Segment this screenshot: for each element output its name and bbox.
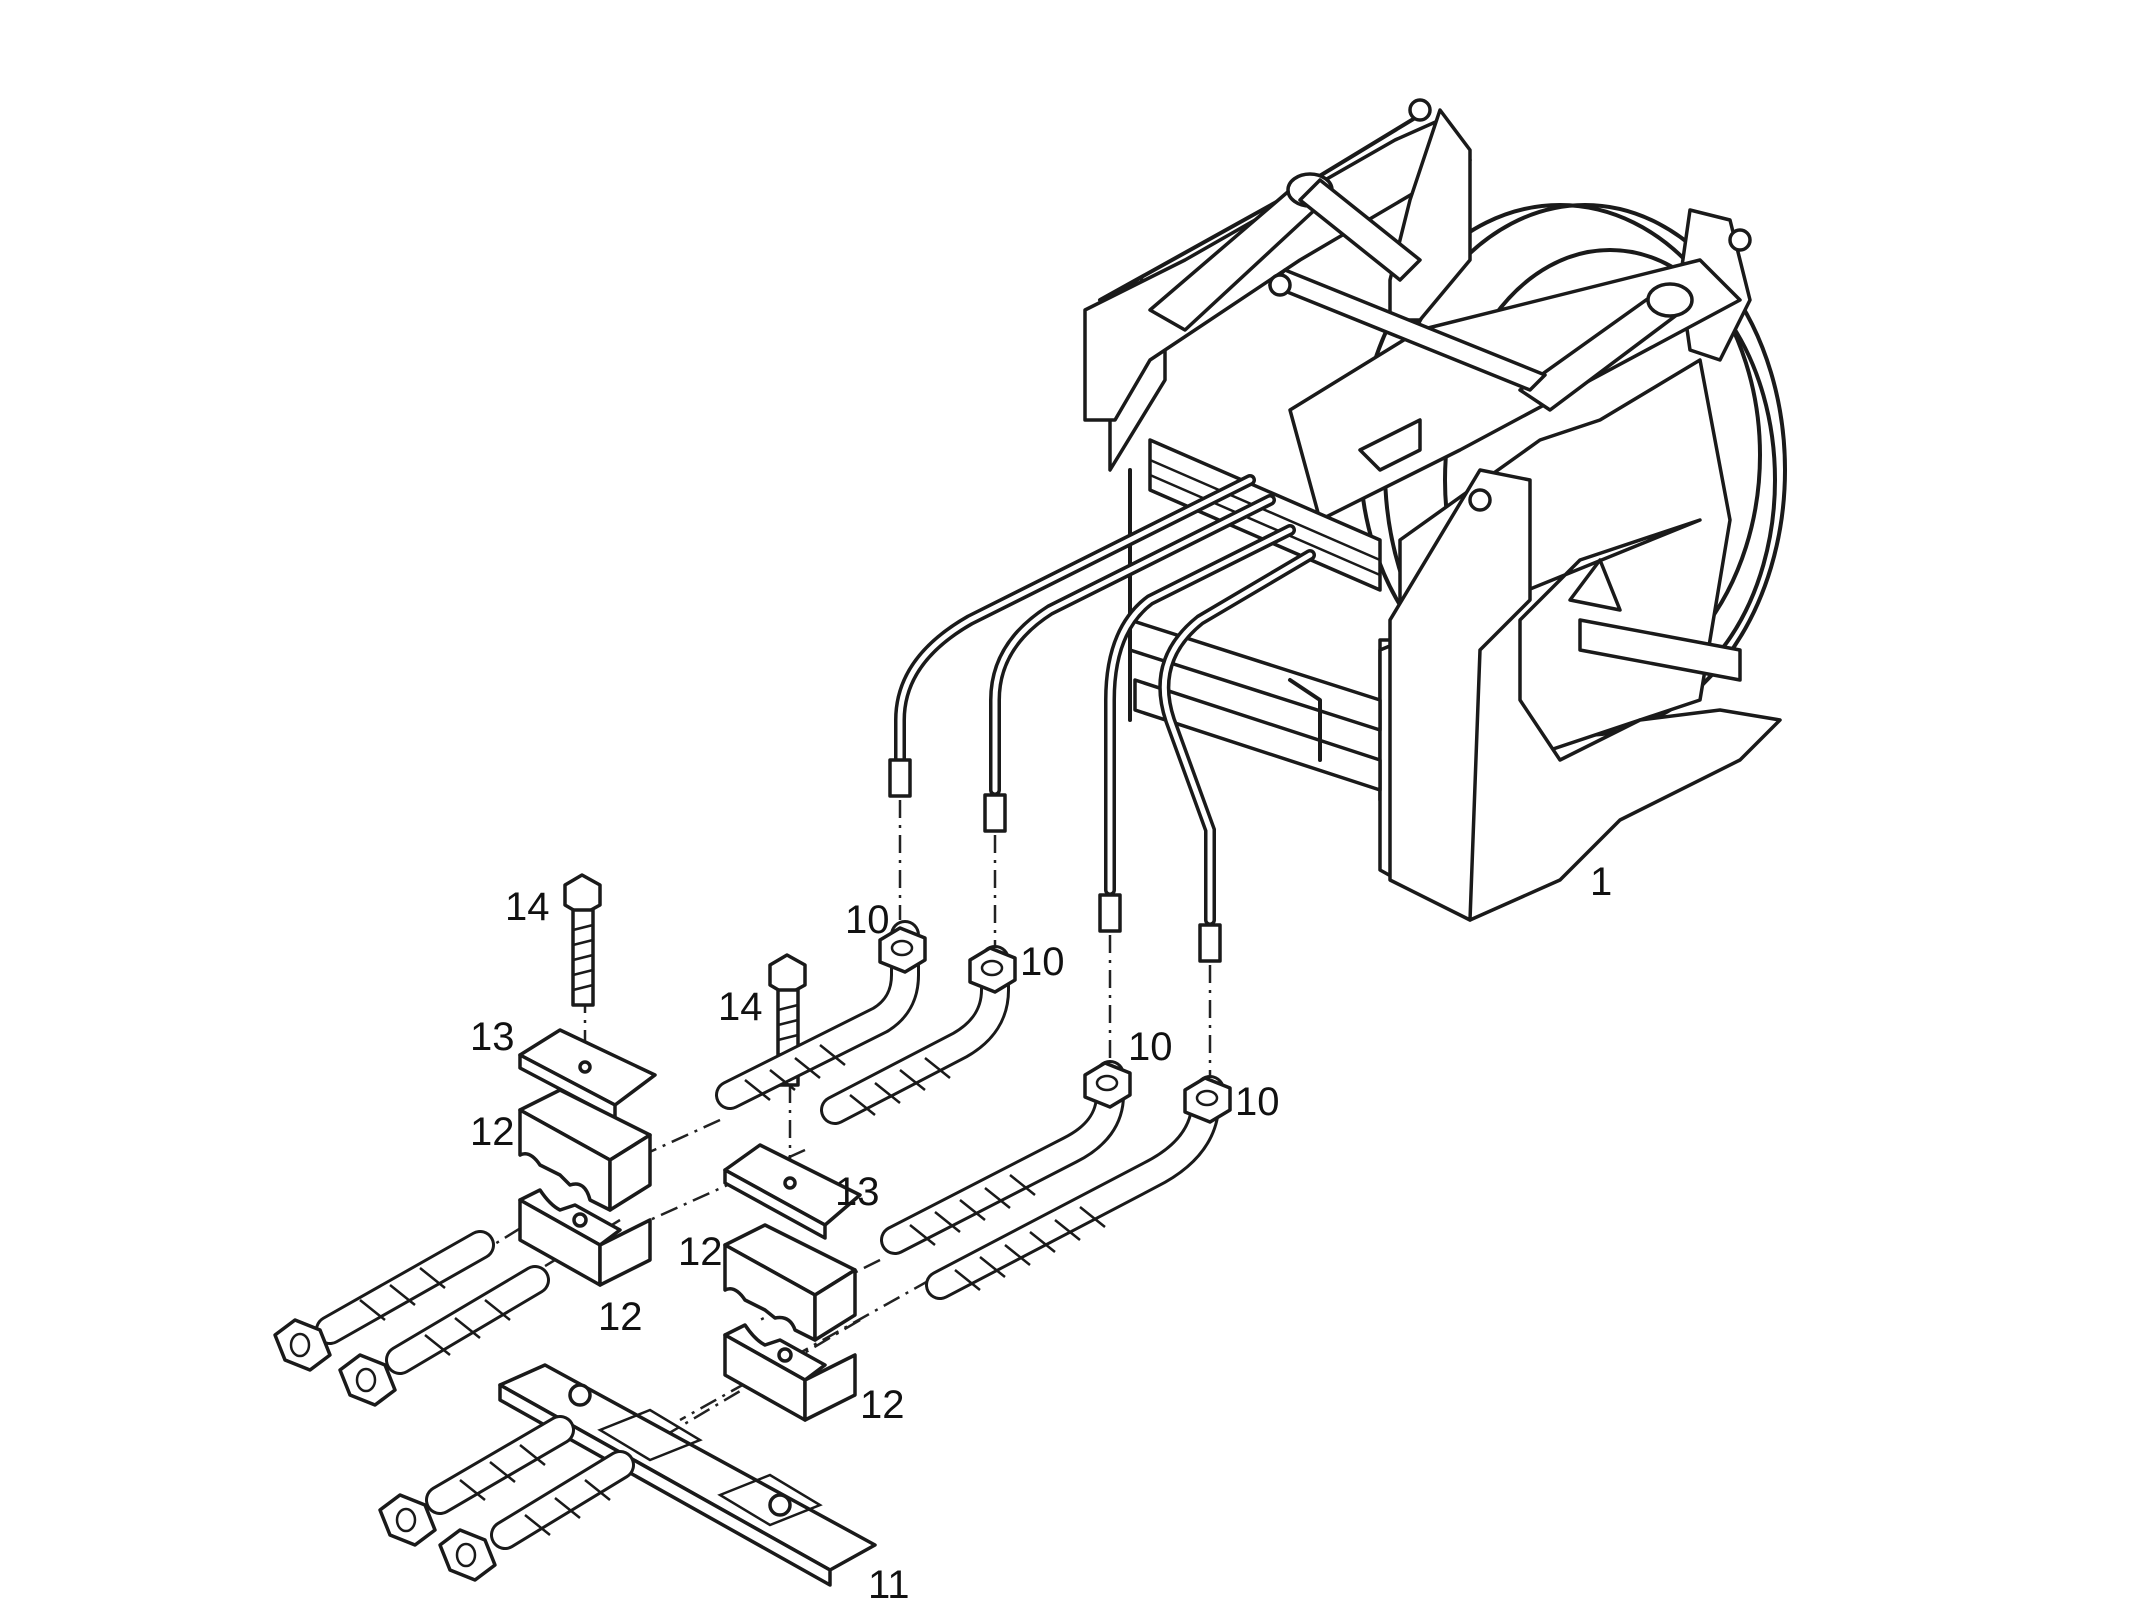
cover-plate-lower	[723, 1143, 862, 1240]
nut-upper-right	[968, 946, 1017, 994]
nut-upper-left	[878, 926, 927, 974]
hose-end-3	[378, 1415, 575, 1547]
label-bolt-a: 14	[505, 885, 550, 929]
frame-assembly	[1083, 98, 1787, 922]
bolt-upper	[563, 873, 602, 1007]
label-clamp-a: 12	[470, 1110, 515, 1154]
label-clamp-c: 12	[678, 1230, 723, 1274]
hose-end-4	[438, 1450, 635, 1582]
nut-lower-left	[1083, 1061, 1132, 1109]
clamp-lower-top	[723, 1223, 857, 1342]
clamp-upper-bottom	[518, 1188, 652, 1287]
label-clamp-d: 12	[860, 1383, 905, 1427]
label-bolt-b: 14	[718, 985, 763, 1029]
label-clamp-b: 12	[598, 1295, 643, 1339]
label-cover-b: 13	[835, 1170, 880, 1214]
hose-end-2	[338, 1265, 550, 1407]
label-cover-a: 13	[470, 1015, 515, 1059]
label-nut-b: 10	[1020, 940, 1065, 984]
cover-plate-upper	[518, 1028, 657, 1120]
hose-end-1	[273, 1230, 495, 1372]
hose-upper-left	[715, 920, 920, 1110]
clamp-lower-bottom	[723, 1323, 857, 1422]
base-plate	[498, 1363, 877, 1587]
clamp-upper-top	[518, 1088, 652, 1212]
hydraulic-pipes	[888, 474, 1316, 963]
label-nut-a: 10	[845, 898, 890, 942]
label-nut-d: 10	[1235, 1080, 1280, 1124]
label-nut-c: 10	[1128, 1025, 1173, 1069]
label-plate: 11	[868, 1563, 910, 1607]
label-frame: 1	[1590, 860, 1612, 904]
nut-lower-right	[1183, 1076, 1232, 1124]
